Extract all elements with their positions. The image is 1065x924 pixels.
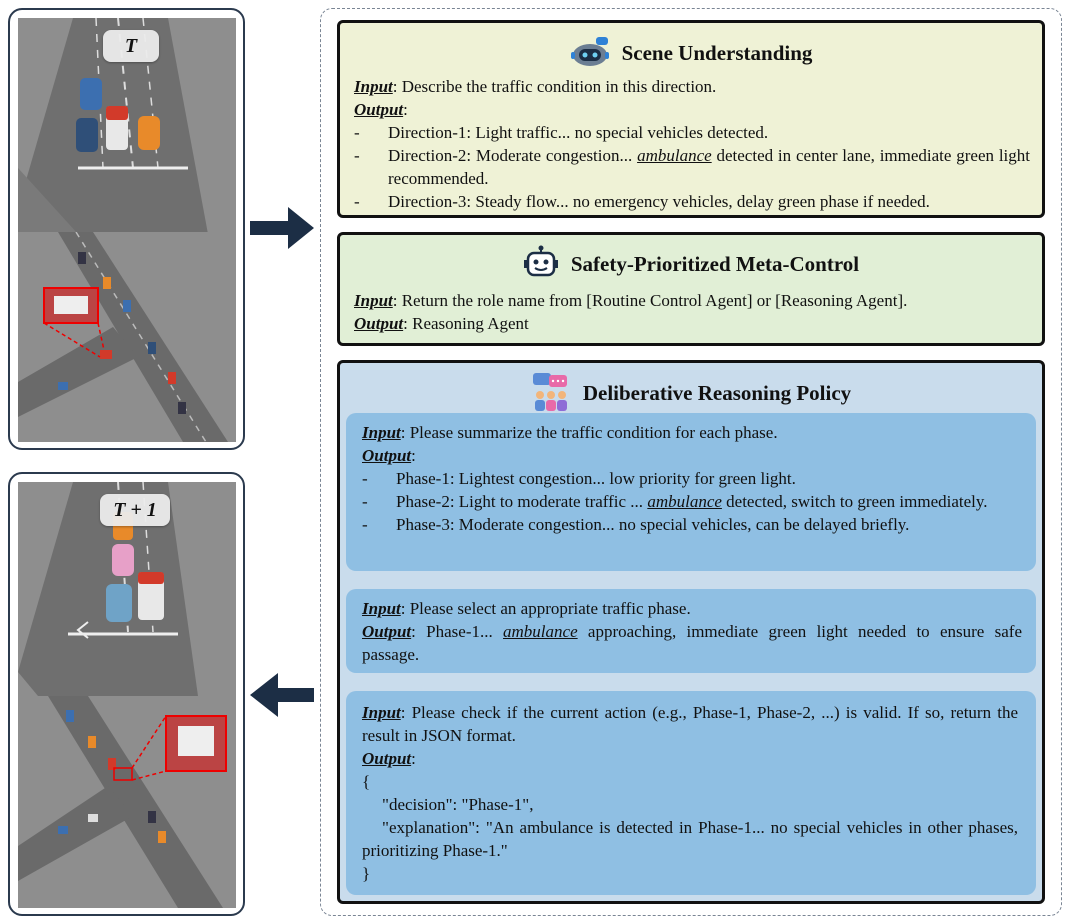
deliberative-reasoning-title-text: Deliberative Reasoning Policy xyxy=(582,380,852,405)
robot-face-icon xyxy=(523,245,559,287)
list-item: -Phase-1: Lightest congestion... low pri… xyxy=(362,469,796,488)
deliberative-reasoning-card: Deliberative Reasoning Policy Input: Ple… xyxy=(337,360,1045,904)
scene-input-text: : Describe the traffic condition in this… xyxy=(392,77,717,96)
direction-2-text: Direction-2: Moderate congestion... xyxy=(388,146,638,165)
meta-control-title: Safety-Prioritized Meta-Control xyxy=(340,245,1042,287)
summarize-input-text: : Please summarize the traffic condition… xyxy=(400,423,778,442)
meta-control-body: Input: Return the role name from [Routin… xyxy=(354,289,1030,335)
scene-understanding-title: Scene Understanding xyxy=(340,37,1042,73)
select-output-text: : Phase-1... xyxy=(411,622,504,641)
output-keyword: Output xyxy=(354,314,404,333)
meta-input-text: : Return the role name from [Routine Con… xyxy=(392,291,908,310)
direction-2-text-post: detected in center lane, immediate green… xyxy=(388,146,1031,188)
validate-action-box: Input: Please check if the current actio… xyxy=(346,691,1036,895)
meta-output-line: Output: Reasoning Agent xyxy=(354,312,1030,335)
output-keyword: Output xyxy=(354,100,404,119)
scene-image-top-t: T xyxy=(18,18,236,234)
scene-image-bottom-t1 xyxy=(18,696,236,908)
summarize-output-line: Output: xyxy=(362,446,416,465)
reasoning-pipeline-container xyxy=(320,8,1062,916)
list-item: -Phase-3: Moderate congestion... no spec… xyxy=(362,515,910,534)
output-keyword: Output xyxy=(362,622,412,641)
arrow-left-icon xyxy=(250,673,314,717)
input-keyword: Input xyxy=(362,423,401,442)
summarize-phase-body: Input: Please summarize the traffic cond… xyxy=(362,421,1008,536)
list-item: -Direction-1: Light traffic... no specia… xyxy=(354,123,769,142)
meta-input-line: Input: Return the role name from [Routin… xyxy=(354,289,1030,312)
input-keyword: Input xyxy=(354,291,393,310)
summarize-input-line: Input: Please summarize the traffic cond… xyxy=(362,421,1008,444)
list-item: -Direction-3: Steady flow... no emergenc… xyxy=(354,192,930,211)
meta-output-text: : Reasoning Agent xyxy=(403,314,529,333)
select-output-line: Output: Phase-1... ambulance approaching… xyxy=(362,620,1022,666)
select-output-text-post: approaching, immediate green light neede… xyxy=(362,622,1023,664)
input-keyword: Input xyxy=(362,703,401,722)
robot-head-icon xyxy=(570,37,610,73)
validate-input-text: : Please check if the current action (e.… xyxy=(362,703,1018,745)
select-phase-body: Input: Please select an appropriate traf… xyxy=(362,597,1022,666)
select-phase-box: Input: Please select an appropriate traf… xyxy=(346,589,1036,673)
direction-1-text: Direction-1: Light traffic... no special… xyxy=(388,123,769,142)
direction-3-text: Direction-3: Steady flow... no emergency… xyxy=(388,192,930,211)
deliberative-reasoning-title: Deliberative Reasoning Policy xyxy=(340,371,1042,419)
json-decision-line: "decision": "Phase-1", xyxy=(382,795,534,814)
json-close-brace: } xyxy=(362,864,371,883)
scene-understanding-title-text: Scene Understanding xyxy=(621,40,813,65)
select-input-line: Input: Please select an appropriate traf… xyxy=(362,597,1022,620)
scene-output-line: Output: xyxy=(354,100,408,119)
scene-image-bottom-t xyxy=(18,232,236,442)
scene-image-top-t1: T + 1 xyxy=(18,482,236,696)
ambulance-keyword: ambulance xyxy=(637,146,712,165)
arrow-right-icon xyxy=(250,207,314,249)
left-panel-top: T xyxy=(8,8,245,450)
meta-control-title-text: Safety-Prioritized Meta-Control xyxy=(570,251,860,276)
scene-input-line: Input: Describe the traffic condition in… xyxy=(354,75,1030,98)
validate-output-line: Output: xyxy=(362,749,416,768)
time-label-t: T xyxy=(103,30,159,62)
intersection-illustration xyxy=(18,232,236,442)
validate-action-body: Input: Please check if the current actio… xyxy=(362,701,1018,885)
team-chat-icon xyxy=(531,371,571,419)
input-keyword: Input xyxy=(362,599,401,618)
output-keyword: Output xyxy=(362,446,412,465)
left-panel-bottom: T + 1 xyxy=(8,472,245,916)
intersection-illustration-t1 xyxy=(18,696,236,908)
validate-input-line: Input: Please check if the current actio… xyxy=(362,701,1018,747)
select-input-text: : Please select an appropriate traffic p… xyxy=(400,599,691,618)
json-explanation-line: "explanation": "An ambulance is detected… xyxy=(362,818,1018,860)
ambulance-keyword: ambulance xyxy=(503,622,578,641)
list-item: -Direction-2: Moderate congestion... amb… xyxy=(354,146,1031,188)
time-label-t-plus-1: T + 1 xyxy=(100,494,170,526)
scene-understanding-body: Input: Describe the traffic condition in… xyxy=(354,75,1030,213)
phase-1-text: Phase-1: Lightest congestion... low prio… xyxy=(396,469,796,488)
json-open-brace: { xyxy=(362,772,371,791)
input-keyword: Input xyxy=(354,77,393,96)
phase-2-text: Phase-2: Light to moderate traffic ... xyxy=(396,492,648,511)
meta-control-card: Safety-Prioritized Meta-Control Input: R… xyxy=(337,232,1045,346)
approach-road-illustration-t1 xyxy=(18,482,236,696)
phase-3-text: Phase-3: Moderate congestion... no speci… xyxy=(396,515,910,534)
output-keyword: Output xyxy=(362,749,412,768)
phase-2-text-post: detected, switch to green immediately. xyxy=(721,492,988,511)
scene-understanding-card: Scene Understanding Input: Describe the … xyxy=(337,20,1045,218)
list-item: -Phase-2: Light to moderate traffic ... … xyxy=(362,492,988,511)
summarize-phase-box: Input: Please summarize the traffic cond… xyxy=(346,413,1036,571)
ambulance-keyword: ambulance xyxy=(647,492,722,511)
